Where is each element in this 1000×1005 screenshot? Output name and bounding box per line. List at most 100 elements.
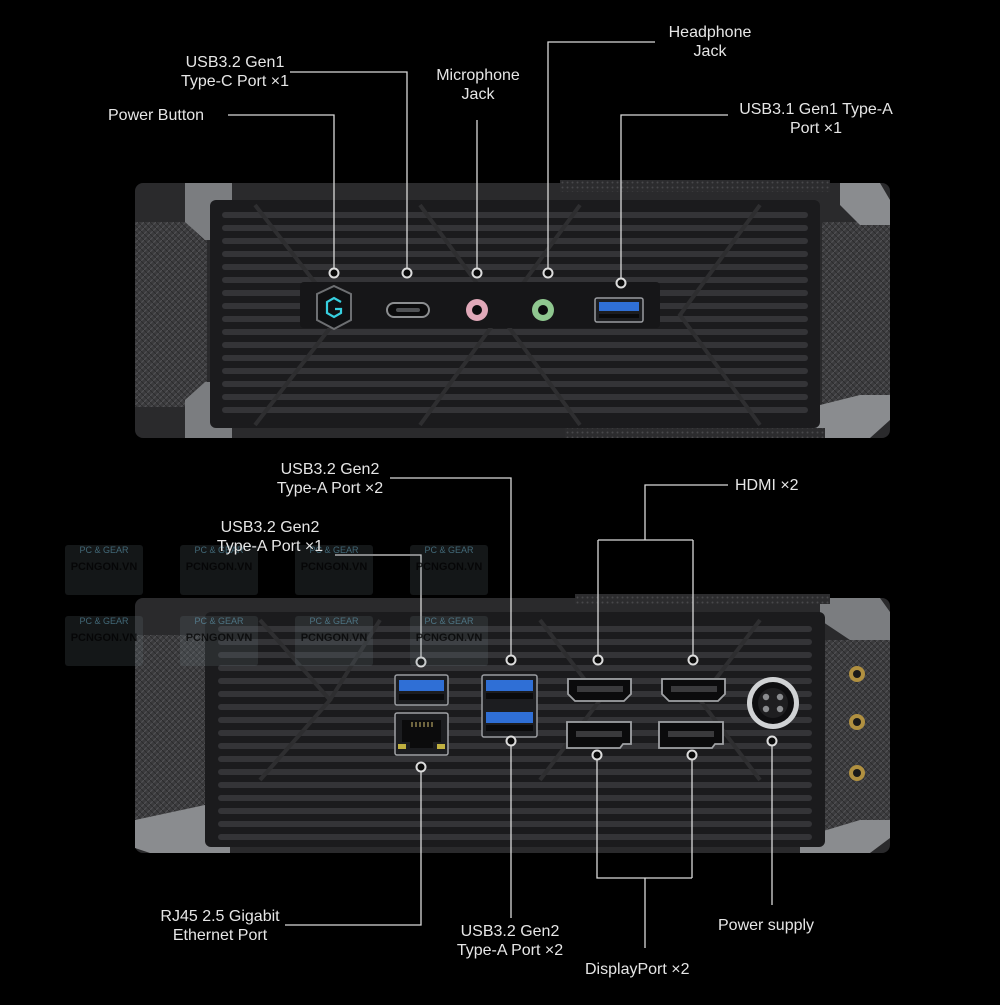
watermark-badge: PC & GEAR PCNGON.VN [295,616,373,666]
front-corner-cap [800,395,890,438]
grille-slat [222,251,808,257]
hdmi-port-1[interactable] [567,678,632,702]
grille-slat [222,368,808,374]
label-usb-gen2-x1-line2: Type-A Port ×1 [216,538,324,555]
grille-slat [218,834,812,840]
rear-corner-cap [820,598,890,640]
rear-callout-dots [415,654,778,773]
grille-slat [222,329,808,335]
watermark-brand-text: PCNGON.VN [300,632,368,644]
front-chassis [135,180,890,438]
microphone-jack[interactable] [466,299,488,321]
usb-a-port-rear-single[interactable] [394,674,449,706]
grille-slat [218,756,812,762]
front-left-carbon-panel [135,222,207,407]
front-top-texture [560,180,830,192]
grille-slat [222,212,808,218]
rear-leader-lines [285,477,773,948]
label-usb-a-front: USB3.1 Gen1 Type-A Port ×1 [731,100,901,138]
label-usb-c-line1: USB3.2 Gen1 [185,54,285,71]
displayport-2[interactable] [658,721,724,749]
power-button[interactable] [316,284,352,331]
usb-a-port-front[interactable] [594,297,644,323]
label-displayport-text: DisplayPort ×2 [585,961,690,978]
label-usb-gen2-x2-bottom-line1: USB3.2 Gen2 [460,923,560,940]
displayport-1[interactable] [566,721,632,749]
grille-slat [218,769,812,775]
label-mic-line2: Jack [461,86,495,103]
label-usb-gen2-x2-bottom-line2: Type-A Port ×2 [456,942,564,959]
grille-slat [222,264,808,270]
grille-slat [218,782,812,788]
grille-slat [222,342,808,348]
grille-slat [222,238,808,244]
grille-slat [222,225,808,231]
grille-slat [222,355,808,361]
label-mic-line1: Microphone [436,67,520,84]
front-leader-lines [228,41,728,278]
watermark-brand-text: PCNGON.VN [70,632,138,644]
rj45-port[interactable] [394,712,449,756]
label-displayport: DisplayPort ×2 [585,960,690,979]
usb-c-port[interactable] [386,302,430,318]
grille-slat [222,381,808,387]
usb-a-port-rear-stacked[interactable] [481,674,538,738]
label-usb-gen2-x1-line1: USB3.2 Gen2 [220,519,320,536]
grille-slat [218,665,812,671]
label-rj45-line1: RJ45 2.5 Gigabit [160,908,280,925]
watermark-brand-text: PCNGON.VN [70,561,138,573]
watermark-top-text: PC & GEAR [424,545,474,555]
label-power-button: Power Button [108,106,204,125]
label-headphone-line1: Headphone [668,24,752,41]
watermark-badge: PC & GEAR PCNGON.VN [410,616,488,666]
label-hdmi: HDMI ×2 [735,476,799,495]
label-hdmi-text: HDMI ×2 [735,477,799,494]
rear-left-carbon-panel [135,635,205,825]
front-right-carbon-panel [822,222,890,407]
watermark-top-text: PC & GEAR [194,616,244,626]
label-usb-gen2-x2-top-line2: Type-A Port ×2 [276,480,384,497]
grille-slat [222,277,808,283]
label-headphone-line2: Jack [693,43,727,60]
label-usb-a-front-line2: Port ×1 [789,120,843,137]
label-power-supply: Power supply [718,916,814,935]
watermark-badge: PC & GEAR PCNGON.VN [180,545,258,595]
label-usb-c-line2: Type-C Port ×1 [180,73,290,90]
watermark-badge: PC & GEAR PCNGON.VN [180,616,258,666]
headphone-jack[interactable] [532,299,554,321]
watermark-brand-text: PCNGON.VN [415,632,483,644]
label-power-supply-text: Power supply [718,917,815,934]
watermark-top-text: PC & GEAR [309,616,359,626]
label-usb-gen2-x2-top-line1: USB3.2 Gen2 [280,461,380,478]
label-usb-a-front-line1: USB3.1 Gen1 Type-A [739,101,893,118]
hdmi-port-2[interactable] [661,678,726,702]
front-bottom-texture [565,428,825,438]
grille-slat [222,407,808,413]
watermark-top-text: PC & GEAR [194,545,244,555]
label-rj45-line2: Ethernet Port [172,927,268,944]
rear-chassis [135,594,890,853]
rear-top-texture [575,594,830,604]
power-supply-connector[interactable] [747,677,799,729]
grille-slat [218,808,812,814]
watermark-brand-text: PCNGON.VN [300,561,368,573]
watermark-brand-text: PCNGON.VN [185,632,253,644]
watermark-top-text: PC & GEAR [424,616,474,626]
watermark-brand-text: PCNGON.VN [185,561,253,573]
grille-slat [218,652,812,658]
power-icon [325,296,343,319]
front-callout-dots [328,267,627,289]
